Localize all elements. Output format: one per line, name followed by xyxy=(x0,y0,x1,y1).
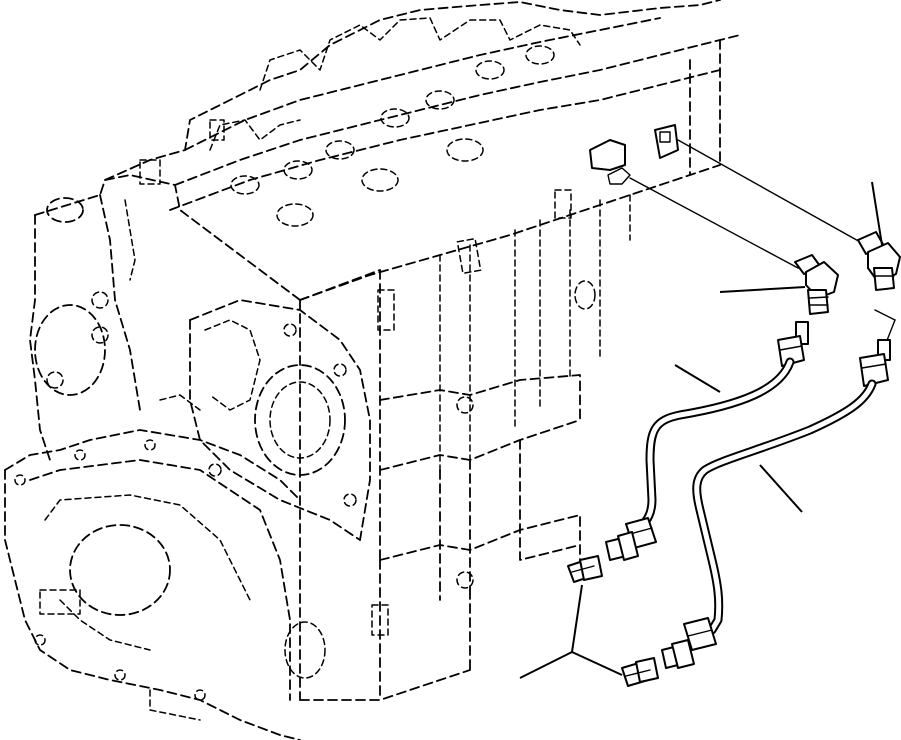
connector-left xyxy=(605,531,639,561)
connection-lines xyxy=(629,139,896,349)
elbow-fitting-left xyxy=(794,254,839,315)
oil-tube-left xyxy=(625,321,809,549)
connector-right xyxy=(661,639,695,669)
adapter-pair xyxy=(567,555,659,687)
elbow-fitting-right xyxy=(857,231,901,291)
oil-tube-right xyxy=(683,339,891,651)
engine-block xyxy=(4,0,741,740)
head-ports xyxy=(589,124,679,185)
callout-leaders xyxy=(519,181,883,679)
